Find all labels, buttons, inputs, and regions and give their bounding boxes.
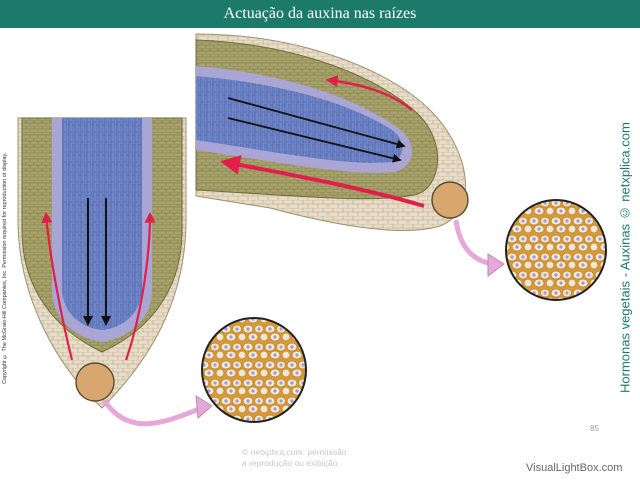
auxin-flow-arrow [41, 211, 74, 361]
side-credit-text: Hormonas vegetais - Auxinas © netxplica.… [617, 122, 633, 394]
auxin-flow-arrow [325, 75, 413, 111]
auxin-flow-arrow [124, 211, 156, 361]
horizontal-root-highlight-circle [431, 181, 469, 219]
stele-arrow [227, 117, 402, 163]
watermark-line: a reprodução ou exibição. [242, 458, 340, 468]
vertical-root-stele [62, 118, 142, 330]
watermark: © netxplica.com: permissão a reprodução … [242, 447, 432, 469]
horizontal-root-stele [196, 76, 403, 163]
zoom-pointer-arrow-head [195, 395, 213, 420]
zoom-circle-horizontal-root [505, 199, 607, 301]
auxin-flow-arrow [220, 155, 425, 208]
watermark-line: © netxplica.com: permissão [242, 447, 347, 457]
horizontal-root [195, 33, 469, 231]
vertical-root-highlight-circle [75, 362, 115, 402]
vertical-root [17, 117, 187, 409]
page-number: 85 [590, 424, 599, 433]
site-watermark: VisualLightBox.com [526, 462, 623, 474]
slide-title-bar: Actuação da auxina nas raízes [0, 0, 640, 28]
zoom-pointer-arrow-head [487, 253, 505, 277]
stele-arrow [227, 97, 406, 149]
zoom-pointer-arrow [101, 398, 203, 427]
slide-title: Actuação da auxina nas raízes [223, 5, 417, 22]
copyright-notice: Copyright © The McGraw-Hill Companies, I… [2, 152, 8, 384]
zoom-circle-vertical-root [201, 317, 307, 423]
